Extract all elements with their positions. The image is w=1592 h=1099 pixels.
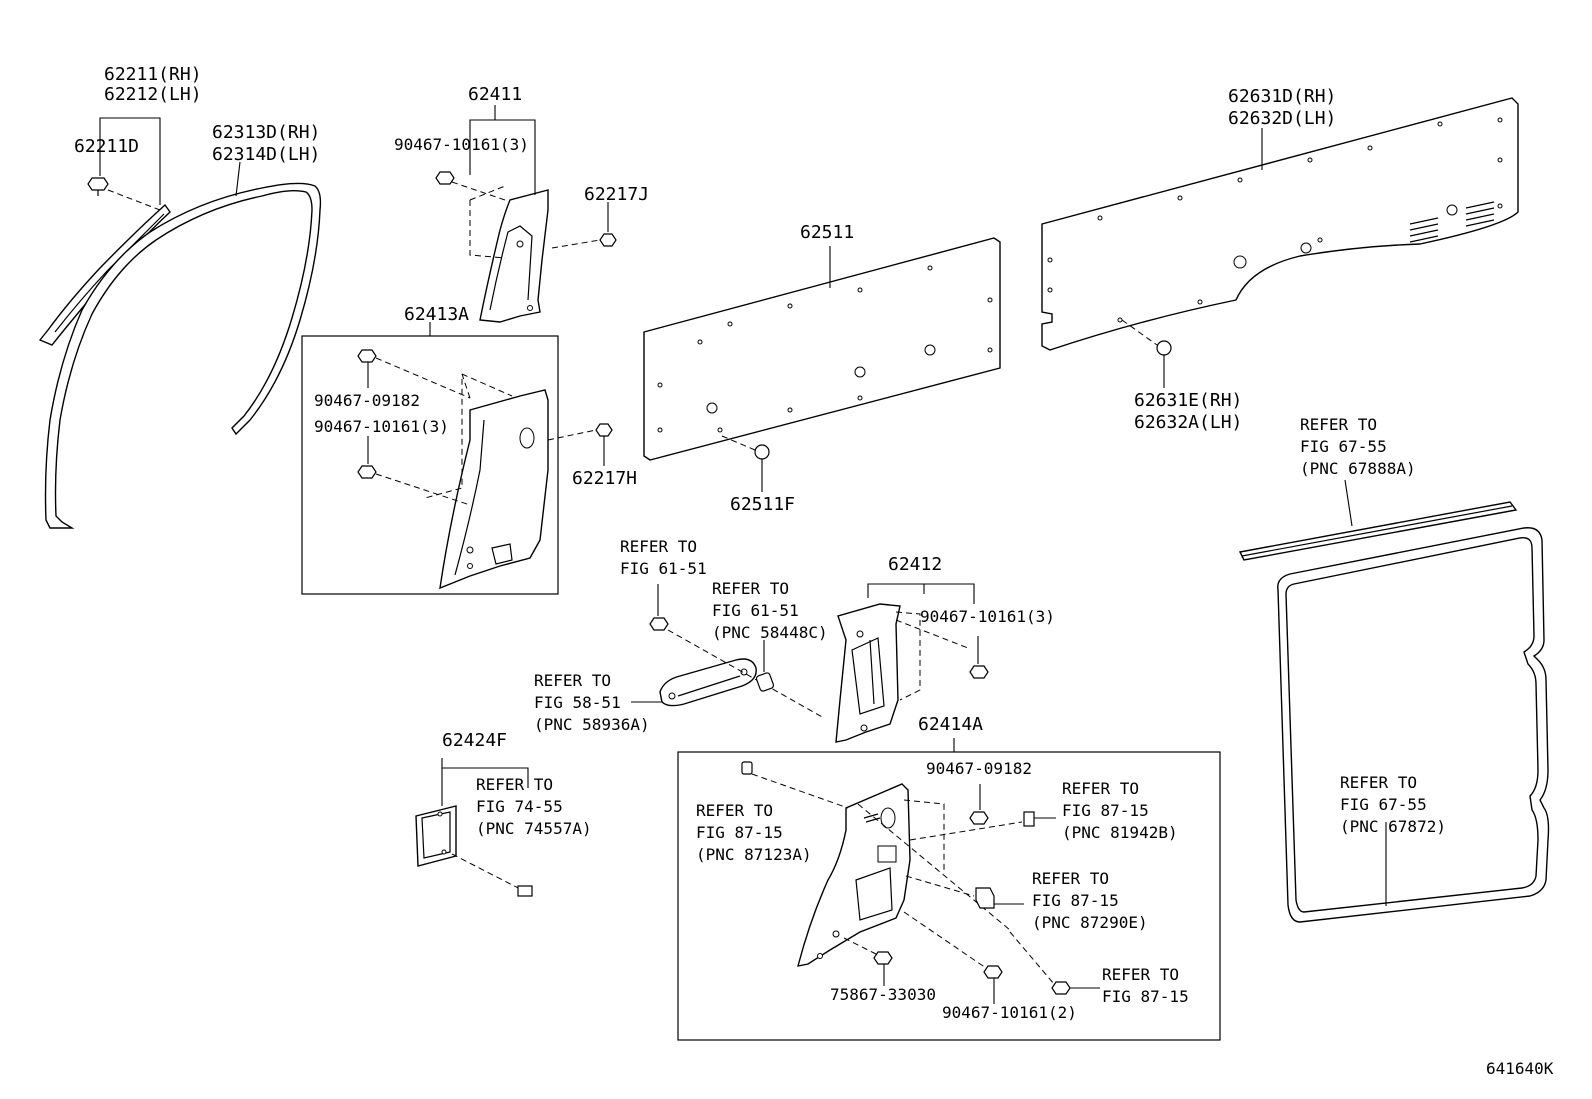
label-62412: 62412 (888, 554, 942, 575)
ref-67888A-line3: (PNC 67888A) (1300, 459, 1416, 478)
ref-67872-line2: FIG 67-55 (1340, 795, 1427, 814)
ref-58936A-line3: (PNC 58936A) (534, 715, 650, 734)
cap-58448C[interactable] (755, 672, 775, 692)
quarter-trim-board-62511[interactable] (643, 237, 1001, 461)
label-90467-09182b: 90467-09182 (926, 759, 1032, 778)
clip-74557A[interactable] (517, 885, 533, 897)
label-62511: 62511 (800, 222, 854, 243)
ref-87290E-line1: REFER TO (1032, 869, 1109, 888)
ref-8715-line1: REFER TO (1102, 965, 1179, 984)
ref-81942B-line3: (PNC 81942B) (1062, 823, 1178, 842)
label-62414A: 62414A (918, 714, 983, 735)
clip-fig87-15[interactable] (1051, 981, 1071, 995)
clip-62631E[interactable] (1156, 340, 1172, 356)
label-62631D: 62631D(RH) (1228, 86, 1336, 107)
ref-58448C-line3: (PNC 58448C) (712, 623, 828, 642)
ref-8715-line2: FIG 87-15 (1102, 987, 1189, 1006)
label-62211D: 62211D (74, 136, 139, 157)
lower-center-pillar-garnish[interactable] (439, 389, 549, 590)
ref-67888A-line2: FIG 67-55 (1300, 437, 1387, 456)
label-62313D: 62313D(RH) (212, 122, 320, 143)
ref-87290E-line3: (PNC 87290E) (1032, 913, 1148, 932)
label-90467-10161-3b: 90467-10161(3) (314, 417, 449, 436)
lower-pillar-garnish-62414A[interactable] (797, 783, 911, 967)
label-90467-10161-3a: 90467-10161(3) (394, 135, 529, 154)
label-62632D: 62632D(LH) (1228, 108, 1336, 129)
slide-door-weatherstrip[interactable] (1277, 527, 1550, 923)
ref-58448C-line1: REFER TO (712, 579, 789, 598)
ref-81942B-line1: REFER TO (1062, 779, 1139, 798)
clip-62511F[interactable] (754, 444, 770, 460)
rear-quarter-trim-board[interactable] (1041, 97, 1519, 351)
screw-fig61-51[interactable] (649, 617, 669, 631)
clip-90467-09182-a[interactable] (357, 349, 377, 363)
label-62217J: 62217J (584, 184, 649, 205)
ref-87123A-line2: FIG 87-15 (696, 823, 783, 842)
clip-81942B[interactable] (1023, 811, 1035, 827)
label-90467-10161-3c: 90467-10161(3) (920, 607, 1055, 626)
vent-grille (1409, 201, 1495, 243)
clip-90467-10161-a[interactable] (435, 171, 455, 185)
switch-panel-62424F[interactable] (415, 805, 457, 867)
clip-75867-33030[interactable] (873, 951, 893, 965)
label-75867-33030: 75867-33030 (830, 985, 936, 1004)
clip-90467-10161-d[interactable] (983, 965, 1003, 979)
clip-90467-09182-b[interactable] (969, 811, 989, 825)
ref-87123A-line3: (PNC 87123A) (696, 845, 812, 864)
door-opening-weatherstrip[interactable] (44, 182, 322, 529)
ref-74557A-line3: (PNC 74557A) (476, 819, 592, 838)
label-90467-10161-2: 90467-10161(2) (942, 1003, 1077, 1022)
ref-6151a-line2: FIG 61-51 (620, 559, 707, 578)
diagram-code: 641640K (1486, 1059, 1554, 1078)
label-62411: 62411 (468, 84, 522, 105)
ref-81942B-line2: FIG 87-15 (1062, 801, 1149, 820)
label-62212: 62212(LH) (104, 84, 202, 105)
label-62511F: 62511F (730, 494, 795, 515)
label-90467-09182a: 90467-09182 (314, 391, 420, 410)
ref-6151a-line1: REFER TO (620, 537, 697, 556)
ref-74557A-line1: REFER TO (476, 775, 553, 794)
clip-90467-10161-c[interactable] (969, 665, 989, 679)
pillar-garnish-62412[interactable] (835, 603, 901, 743)
label-62314D: 62314D(LH) (212, 144, 320, 165)
label-62424F: 62424F (442, 730, 507, 751)
ref-74557A-line2: FIG 74-55 (476, 797, 563, 816)
clip-87123A[interactable] (741, 761, 753, 775)
label-62632A: 62632A(LH) (1134, 412, 1242, 433)
ref-67872-line1: REFER TO (1340, 773, 1417, 792)
ref-58936A-line2: FIG 58-51 (534, 693, 621, 712)
ref-58936A-line1: REFER TO (534, 671, 611, 690)
clip-62217J[interactable] (599, 233, 617, 247)
ref-67888A-line1: REFER TO (1300, 415, 1377, 434)
switch-87290E[interactable] (975, 887, 995, 909)
clip-62217H[interactable] (595, 423, 613, 437)
label-62631E: 62631E(RH) (1134, 390, 1242, 411)
label-62211: 62211(RH) (104, 64, 202, 85)
box-62414A (677, 751, 1221, 1041)
ref-87123A-line1: REFER TO (696, 801, 773, 820)
assist-grip[interactable] (659, 658, 757, 707)
upper-center-pillar-garnish[interactable] (479, 189, 549, 323)
clip-62211D[interactable] (87, 177, 109, 196)
label-62413A: 62413A (404, 304, 469, 325)
ref-87290E-line2: FIG 87-15 (1032, 891, 1119, 910)
ref-67872-line3: (PNC 67872) (1340, 817, 1446, 836)
label-62217H: 62217H (572, 468, 637, 489)
door-belt-moulding[interactable] (1238, 501, 1518, 561)
ref-58448C-line2: FIG 61-51 (712, 601, 799, 620)
clip-90467-10161-b[interactable] (357, 465, 377, 479)
